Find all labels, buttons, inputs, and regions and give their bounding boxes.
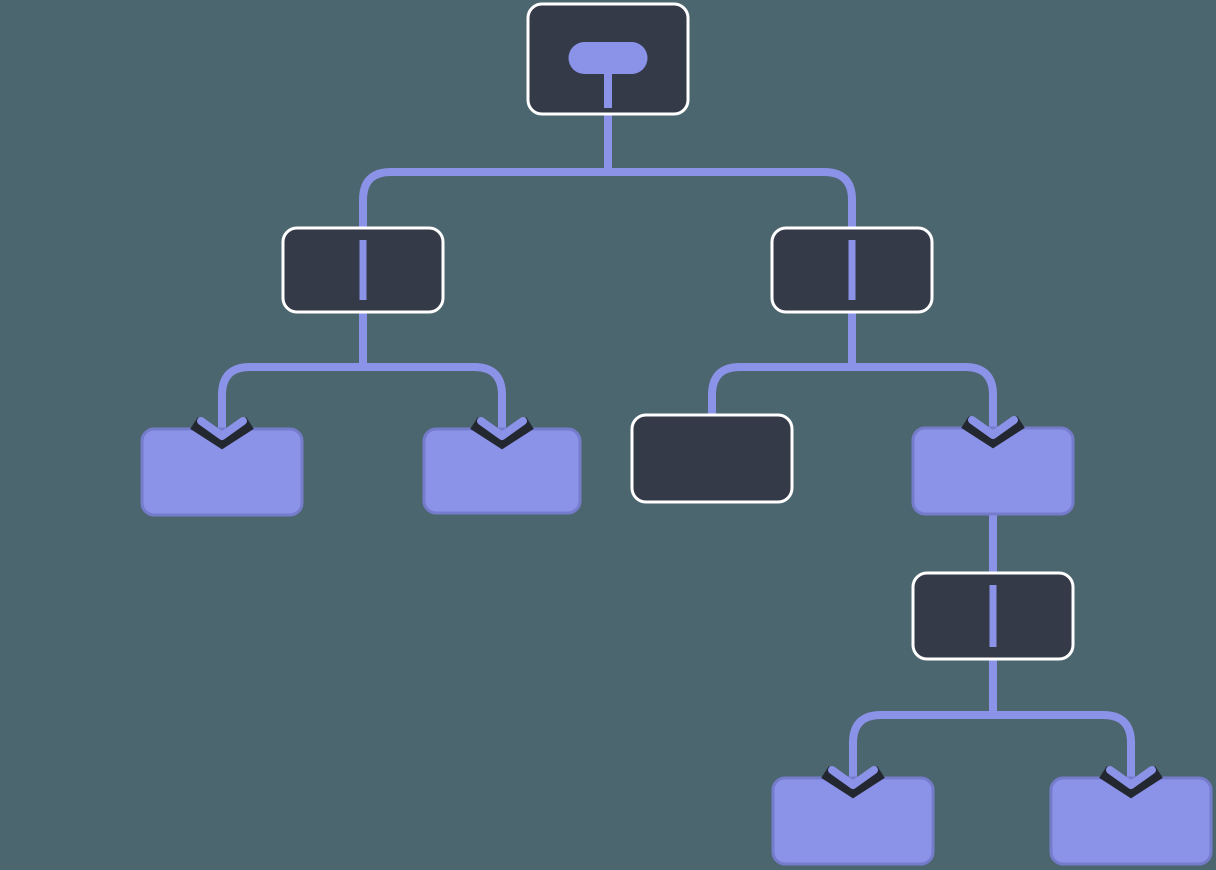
tree-node-branch-lower[interactable] <box>911 571 1075 661</box>
connector-edge <box>359 114 612 230</box>
leaf-node-box[interactable] <box>140 427 304 517</box>
connector-edge <box>848 312 997 430</box>
tree-node-branch-right[interactable] <box>770 226 934 314</box>
leaf-node-box[interactable] <box>422 427 582 515</box>
arrowheads <box>190 416 1163 799</box>
connector-edge <box>359 312 506 431</box>
dark-node-box[interactable] <box>630 413 794 504</box>
pill-stem-icon <box>568 42 648 74</box>
down-arrow-icon <box>821 766 885 799</box>
down-arrow-icon <box>190 417 254 450</box>
arrowhead-purple-chevron <box>197 417 247 440</box>
arrowhead-dark-chevron <box>1099 766 1163 799</box>
connector-edges <box>218 114 1135 780</box>
arrowhead-purple-chevron <box>828 766 878 789</box>
vertical-line-icon <box>359 240 367 300</box>
tree-node-node-plain[interactable] <box>630 413 794 504</box>
vertical-line-icon <box>989 585 997 647</box>
connector-edge <box>708 312 856 417</box>
tree-node-leaf-1[interactable] <box>140 427 304 517</box>
tree-node-leaf-2[interactable] <box>422 427 582 515</box>
arrowhead-dark-chevron <box>961 416 1025 449</box>
connector-edge <box>604 114 856 230</box>
arrowhead-dark-chevron <box>470 417 534 450</box>
arrowhead-purple-chevron <box>968 416 1018 439</box>
down-arrow-icon <box>470 417 534 450</box>
down-arrow-icon <box>961 416 1025 449</box>
tree-node-branch-left[interactable] <box>281 226 445 314</box>
tree-node-leaf-5[interactable] <box>1049 776 1213 866</box>
connector-edge <box>989 659 1135 780</box>
vertical-line-icon <box>848 240 856 300</box>
arrowhead-purple-chevron <box>477 417 527 440</box>
tree-node-root[interactable] <box>526 2 690 116</box>
connector-edge <box>218 312 367 431</box>
tree-node-leaf-3[interactable] <box>911 426 1075 516</box>
down-arrow-icon <box>1099 766 1163 799</box>
arrowhead-dark-chevron <box>190 417 254 450</box>
tree-nodes <box>140 2 1213 866</box>
leaf-node-box[interactable] <box>911 426 1075 516</box>
leaf-node-box[interactable] <box>1049 776 1213 866</box>
tree-node-leaf-4[interactable] <box>771 776 935 866</box>
pill-stem-icon-stem <box>604 72 612 108</box>
arrowhead-dark-chevron <box>821 766 885 799</box>
arrowhead-purple-chevron <box>1106 766 1156 789</box>
connector-edge <box>849 659 997 780</box>
leaf-node-box[interactable] <box>771 776 935 866</box>
